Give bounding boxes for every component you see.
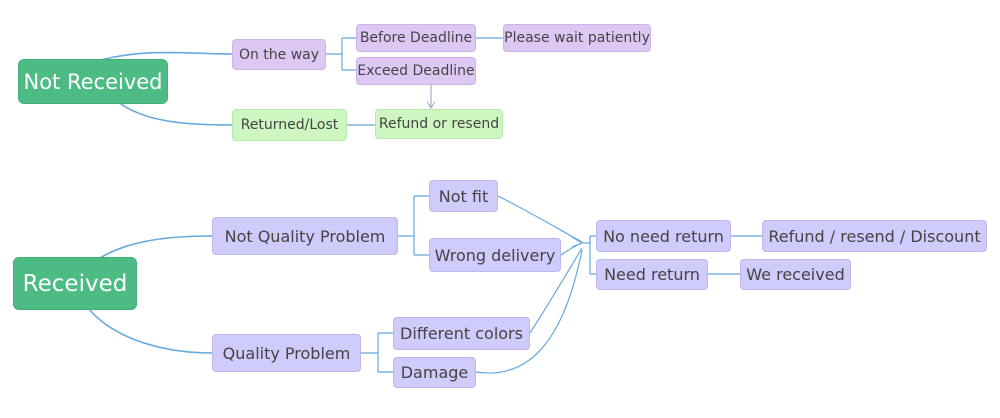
node-no-need-return[interactable]: No need return [596, 220, 731, 252]
arrow-head-converge [571, 236, 584, 248]
node-refund-or-resend[interactable]: Refund or resend [375, 109, 503, 139]
connector-not-received-on-the-way [99, 51, 233, 61]
node-on-the-way[interactable]: On the way [232, 39, 326, 70]
connector-not-fit-converge [497, 195, 583, 243]
connector-on-the-way-bracket [326, 37, 356, 71]
node-returned-lost[interactable]: Returned/Lost [232, 109, 347, 141]
node-need-return[interactable]: Need return [596, 259, 708, 290]
node-please-wait-patiently[interactable]: Please wait patiently [503, 24, 651, 52]
connector-not-received-returned-lost [117, 101, 233, 126]
arrow-exceed-to-refund [426, 85, 436, 109]
connector-right-bracket [582, 235, 596, 275]
connector-quality-bracket [361, 332, 393, 373]
node-received[interactable]: Received [13, 257, 137, 310]
connector-damage-converge [475, 249, 583, 374]
node-before-deadline[interactable]: Before Deadline [356, 24, 476, 52]
node-refund-resend-discount[interactable]: Refund / resend / Discount [762, 220, 987, 252]
node-quality-problem[interactable]: Quality Problem [212, 334, 361, 372]
node-wrong-delivery[interactable]: Wrong delivery [429, 238, 561, 272]
node-not-fit[interactable]: Not fit [429, 180, 498, 212]
connector-received-not-quality [99, 235, 213, 259]
node-we-received[interactable]: We received [740, 259, 851, 290]
node-exceed-deadline[interactable]: Exceed Deadline [356, 57, 476, 85]
node-not-quality-problem[interactable]: Not Quality Problem [212, 217, 398, 255]
connector-not-quality-bracket [398, 195, 429, 256]
node-damage[interactable]: Damage [393, 357, 476, 388]
node-not-received[interactable]: Not Received [18, 59, 168, 104]
connector-received-quality [87, 307, 213, 354]
connector-different-colors-converge [529, 247, 583, 334]
node-different-colors[interactable]: Different colors [393, 317, 530, 350]
